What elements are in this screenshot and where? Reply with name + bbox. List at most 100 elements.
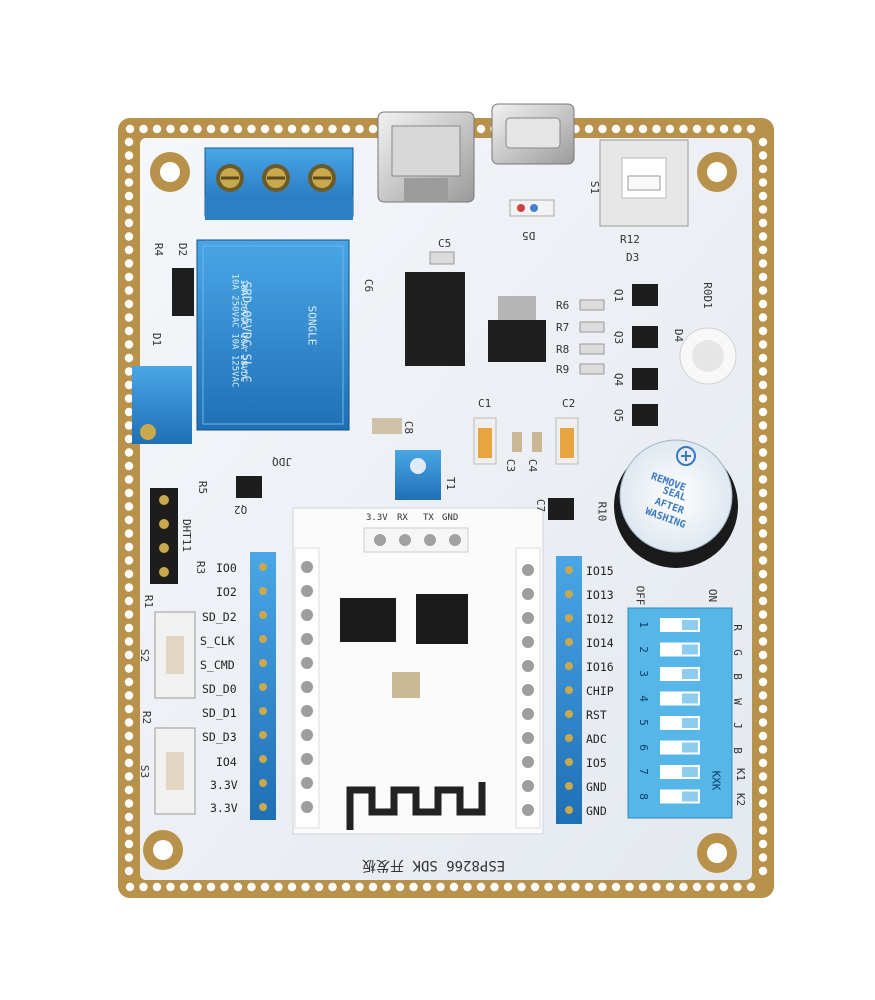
- border-hole: [476, 124, 486, 134]
- border-hole: [206, 882, 216, 892]
- rgb-led: [679, 327, 737, 385]
- border-hole: [758, 367, 768, 376]
- left-pin-label: IO0: [216, 561, 237, 575]
- border-hole: [124, 745, 134, 754]
- border-hole: [758, 583, 768, 592]
- border-hole: [758, 380, 768, 390]
- border-hole: [517, 882, 526, 892]
- border-hole: [463, 882, 472, 892]
- border-hole: [124, 475, 134, 484]
- right-pin-label: RST: [586, 708, 607, 722]
- border-hole: [758, 772, 768, 781]
- border-hole: [679, 124, 688, 134]
- left-pin-label: IO2: [216, 585, 237, 599]
- header-pin: [259, 587, 267, 595]
- border-hole: [124, 353, 134, 363]
- border-hole: [124, 677, 134, 687]
- dht11-header: [150, 488, 178, 584]
- border-hole: [758, 164, 768, 174]
- module-hole: [522, 636, 534, 648]
- mini-usb-connector: [377, 111, 475, 203]
- dip-side-label: J: [730, 722, 744, 729]
- ref-r4: R4: [152, 242, 166, 257]
- border-hole: [758, 556, 768, 565]
- border-hole: [124, 164, 134, 174]
- border-hole: [584, 882, 594, 892]
- border-hole: [287, 124, 297, 134]
- right-pin-label: IO16: [586, 660, 614, 674]
- relay-brand: SONGLE: [305, 305, 319, 346]
- border-hole: [758, 313, 768, 322]
- relay-rating-2: 10A 30VDC 10A 28VDC: [237, 279, 248, 382]
- ref-r2: R2: [140, 710, 154, 725]
- border-hole: [758, 259, 768, 268]
- border-hole: [328, 124, 337, 134]
- border-hole: [124, 259, 134, 268]
- silkscreen-title: ESP8266 SDK 开发板: [362, 857, 506, 873]
- dip-position-number: 3: [636, 670, 650, 677]
- dip-position-number: 7: [636, 768, 650, 775]
- right-pin-label: IO5: [586, 756, 607, 770]
- dip-side-label: K2: [734, 792, 748, 806]
- left-pin-label: S_CLK: [200, 634, 235, 648]
- ref-c6: C6: [362, 278, 376, 293]
- border-hole: [124, 380, 134, 390]
- esp-module-carrier: [292, 507, 544, 835]
- header-pin: [259, 779, 267, 787]
- border-hole: [314, 124, 324, 134]
- border-hole: [758, 515, 768, 525]
- border-hole: [124, 731, 134, 741]
- border-hole: [530, 882, 540, 892]
- border-hole: [124, 515, 134, 525]
- module-hole: [522, 804, 534, 816]
- border-hole: [124, 556, 134, 565]
- module-hole: [522, 756, 534, 768]
- border-hole: [758, 731, 768, 741]
- header-pin: [259, 659, 267, 667]
- uart-label-3v3: 3.3V: [366, 513, 388, 523]
- border-hole: [124, 394, 134, 403]
- border-hole: [124, 299, 134, 309]
- module-holes: [301, 561, 534, 816]
- left-pin-label: SD_D3: [202, 730, 237, 744]
- border-hole: [124, 799, 134, 808]
- left-pin-label: SD_D0: [202, 682, 237, 696]
- ref-r1: R1: [142, 594, 156, 609]
- ref-q2: Q2: [234, 503, 248, 516]
- border-hole: [758, 232, 768, 241]
- micro-usb-connector: [491, 103, 575, 165]
- ref-s2: S2: [138, 648, 152, 663]
- border-hole: [758, 664, 768, 673]
- module-hole: [301, 561, 313, 573]
- border-hole: [758, 340, 768, 349]
- border-hole: [124, 691, 134, 700]
- right-pin-label: GND: [586, 780, 607, 794]
- dip-side-label: K1: [734, 767, 748, 782]
- border-hole: [758, 137, 768, 147]
- dip-position-number: 8: [636, 792, 650, 800]
- border-hole: [124, 637, 134, 646]
- relay: [196, 239, 350, 431]
- module-hole: [301, 681, 313, 693]
- header-pin: [259, 707, 267, 715]
- border-hole: [758, 745, 768, 754]
- ref-r7: R7: [556, 321, 570, 334]
- border-hole: [758, 650, 768, 660]
- border-hole: [368, 882, 378, 892]
- border-hole: [758, 785, 768, 795]
- border-hole: [287, 882, 297, 892]
- border-hole: [758, 448, 768, 457]
- border-hole: [124, 178, 134, 187]
- ref-d3: D3: [626, 251, 640, 264]
- border-hole: [124, 785, 134, 795]
- left-pin-label: SD_D1: [202, 706, 237, 720]
- border-hole: [382, 882, 391, 892]
- ref-r12: R12: [620, 233, 640, 246]
- border-hole: [152, 882, 162, 892]
- border-hole: [124, 704, 134, 714]
- header-pin: [565, 614, 573, 622]
- ref-c5: C5: [438, 237, 452, 250]
- dip-knob: [682, 718, 698, 728]
- border-hole: [179, 124, 189, 134]
